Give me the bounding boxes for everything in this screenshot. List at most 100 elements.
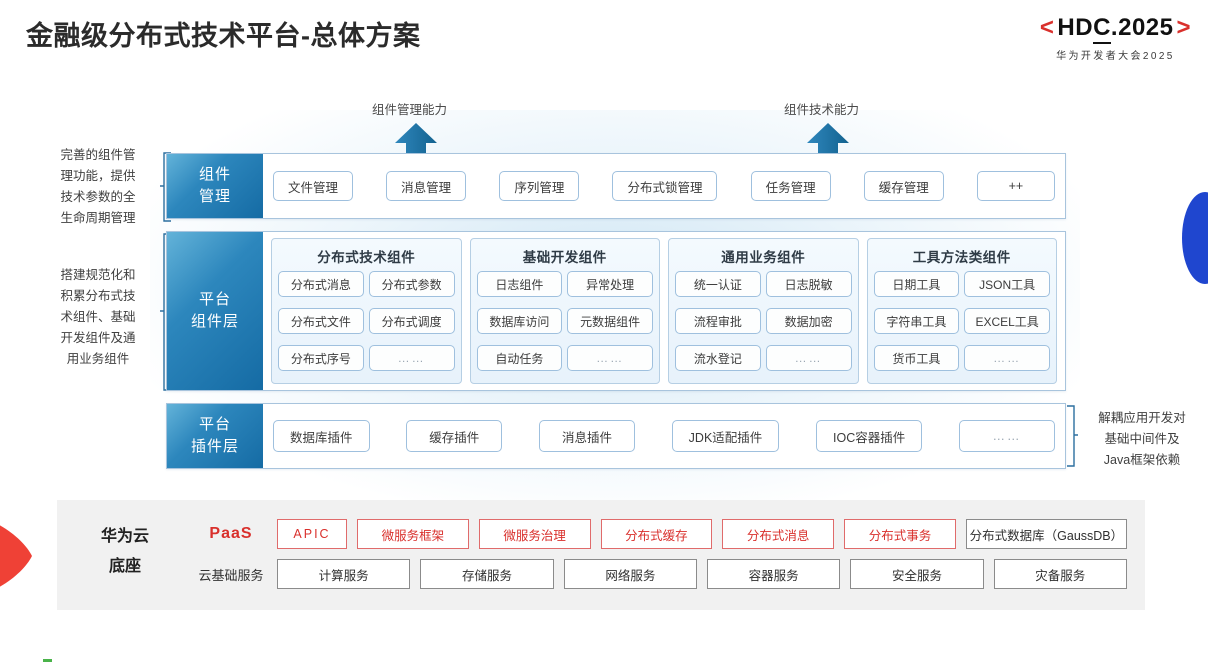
- logo-text-part1: HD: [1057, 14, 1094, 41]
- chip-more-dots[interactable]: ……: [567, 345, 653, 371]
- pbox-apic[interactable]: APIC: [277, 519, 347, 549]
- logo-left-bracket: <: [1039, 14, 1055, 41]
- paas-row-cloud-infrastructure: 云基础服务 计算服务 存储服务 网络服务 容器服务 安全服务 灾备服务: [185, 558, 1127, 590]
- chip-json-tool[interactable]: JSON工具: [964, 271, 1050, 297]
- bracket-right-1: [1066, 405, 1078, 467]
- chip-distributed-scheduling[interactable]: 分布式调度: [368, 308, 455, 334]
- group-distributed-tech-components: 分布式技术组件 分布式消息 分布式参数 分布式文件 分布式调度 分布式序号 ……: [271, 238, 462, 384]
- layer-label-line2: 插件层: [190, 438, 239, 455]
- chip-more-plus[interactable]: ++: [976, 171, 1055, 201]
- pbox-distributed-cache[interactable]: 分布式缓存: [600, 519, 713, 549]
- chip-log-component[interactable]: 日志组件: [476, 271, 563, 297]
- chip-jdk-adaptation-plugin[interactable]: JDK适配插件: [671, 420, 780, 452]
- chip-more-dots[interactable]: ……: [765, 345, 852, 371]
- paas-row-label: PaaS: [209, 525, 253, 542]
- chip-metadata-component[interactable]: 元数据组件: [567, 308, 653, 334]
- chip-task-management[interactable]: 任务管理: [750, 171, 831, 201]
- chip-unified-authentication[interactable]: 统一认证: [675, 271, 761, 297]
- up-arrow-component-technology-icon: [806, 121, 850, 169]
- chip-ioc-container-plugin[interactable]: IOC容器插件: [816, 420, 923, 452]
- chip-exception-handling[interactable]: 异常处理: [567, 271, 653, 297]
- layer-label-line1: 组件: [198, 166, 231, 183]
- chip-database-plugin[interactable]: 数据库插件: [273, 420, 370, 452]
- bracket-left-2: [160, 233, 172, 391]
- chip-file-management[interactable]: 文件管理: [273, 171, 354, 201]
- hdc-logo-subtitle: 华为开发者大会2025: [1056, 51, 1175, 62]
- side-note-left-1: 完善的组件管 理功能，提供 技术参数的全 生命周期管理: [60, 148, 136, 225]
- chip-distributed-sequence[interactable]: 分布式序号: [278, 345, 364, 371]
- chip-log-desensitization[interactable]: 日志脱敏: [765, 271, 852, 297]
- paas-row-items: APIC 微服务框架 微服务治理 分布式缓存 分布式消息 分布式事务 分布式数据…: [277, 519, 1127, 549]
- chip-more-dots[interactable]: ……: [964, 345, 1050, 371]
- layer-label-component-management: 组件 管理: [167, 154, 263, 218]
- pbox-disaster-recovery-service[interactable]: 灾备服务: [993, 559, 1127, 589]
- huawei-cloud-base-label: 华为云 底座: [79, 522, 171, 582]
- pbox-security-service[interactable]: 安全服务: [850, 559, 984, 589]
- hdc-logo: <HDC.2025> 华为开发者大会2025: [1037, 14, 1194, 62]
- pbox-container-service[interactable]: 容器服务: [706, 559, 841, 589]
- chip-distributed-file[interactable]: 分布式文件: [278, 308, 364, 334]
- pbox-microservice-framework[interactable]: 微服务框架: [357, 519, 469, 549]
- chip-distributed-parameter[interactable]: 分布式参数: [368, 271, 455, 297]
- group-grid: 分布式消息 分布式参数 分布式文件 分布式调度 分布式序号 ……: [278, 271, 455, 377]
- group-title: 通用业务组件: [721, 250, 806, 265]
- logo-text-part3: .2025: [1110, 14, 1174, 41]
- chip-transaction-registration[interactable]: 流水登记: [675, 345, 761, 371]
- green-dash-decoration: [43, 659, 52, 662]
- chip-cache-management[interactable]: 缓存管理: [863, 171, 944, 201]
- chip-message-management[interactable]: 消息管理: [386, 171, 467, 201]
- paas-row-services: PaaS APIC 微服务框架 微服务治理 分布式缓存 分布式消息 分布式事务 …: [185, 518, 1127, 550]
- chip-process-approval[interactable]: 流程审批: [675, 308, 761, 334]
- pbox-microservice-governance[interactable]: 微服务治理: [478, 519, 591, 549]
- huawei-cloud-base-panel: 华为云 底座 PaaS APIC 微服务框架 微服务治理 分布式缓存 分布式消息…: [57, 500, 1145, 610]
- layer-label-platform-plugin: 平台 插件层: [167, 404, 263, 468]
- arrow-label-component-technology: 组件技术能力: [784, 103, 860, 117]
- chip-sequence-management[interactable]: 序列管理: [499, 171, 580, 201]
- paas-row-label: 云基础服务: [198, 567, 264, 583]
- layer-platform-plugin: 平台 插件层 数据库插件 缓存插件 消息插件 JDK适配插件 IOC容器插件 ……: [166, 403, 1066, 469]
- pbox-compute-service[interactable]: 计算服务: [277, 559, 411, 589]
- chip-currency-tool[interactable]: 货币工具: [873, 345, 960, 371]
- pbox-distributed-transaction[interactable]: 分布式事务: [844, 519, 956, 549]
- layer-label-line1: 平台: [198, 416, 231, 433]
- chip-cache-plugin[interactable]: 缓存插件: [406, 420, 503, 452]
- group-title: 分布式技术组件: [317, 250, 416, 265]
- chip-distributed-lock-management[interactable]: 分布式锁管理: [612, 171, 718, 201]
- chip-database-access[interactable]: 数据库访问: [476, 308, 563, 334]
- red-arrow-decoration-icon: [0, 508, 36, 604]
- layer-label-line2: 组件层: [190, 313, 239, 330]
- logo-text-part2: C: [1093, 14, 1111, 44]
- chip-date-tool[interactable]: 日期工具: [873, 271, 960, 297]
- layer-component-management: 组件 管理 文件管理 消息管理 序列管理 分布式锁管理 任务管理 缓存管理 ++: [166, 153, 1066, 219]
- paas-rows: PaaS APIC 微服务框架 微服务治理 分布式缓存 分布式消息 分布式事务 …: [185, 518, 1127, 598]
- layer-body-platform-plugin: 数据库插件 缓存插件 消息插件 JDK适配插件 IOC容器插件 ……: [263, 404, 1065, 468]
- chip-auto-task[interactable]: 自动任务: [476, 345, 563, 371]
- chip-message-plugin[interactable]: 消息插件: [538, 420, 635, 452]
- group-grid: 日期工具 JSON工具 字符串工具 EXCEL工具 货币工具 ……: [873, 271, 1050, 377]
- group-grid: 统一认证 日志脱敏 流程审批 数据加密 流水登记 ……: [675, 271, 852, 377]
- pbox-storage-service[interactable]: 存储服务: [420, 559, 554, 589]
- group-tool-method-components: 工具方法类组件 日期工具 JSON工具 字符串工具 EXCEL工具 货币工具 ……: [866, 238, 1057, 384]
- chip-more-dots[interactable]: ……: [958, 420, 1055, 452]
- chip-data-encryption[interactable]: 数据加密: [765, 308, 852, 334]
- pbox-distributed-message[interactable]: 分布式消息: [722, 519, 835, 549]
- group-title: 基础开发组件: [522, 250, 607, 265]
- chip-distributed-message[interactable]: 分布式消息: [278, 271, 364, 297]
- side-note-left-2: 搭建规范化和 积累分布式技 术组件、基础 开发组件及通 用业务组件: [60, 268, 136, 366]
- chip-excel-tool[interactable]: EXCEL工具: [964, 308, 1050, 334]
- hdc-logo-main: <HDC.2025>: [1037, 14, 1194, 44]
- layer-label-platform-component: 平台 组件层: [167, 232, 263, 390]
- pbox-network-service[interactable]: 网络服务: [563, 559, 697, 589]
- arrow-label-component-management: 组件管理能力: [372, 103, 448, 117]
- huawei-cloud-base-label-line1: 华为云: [100, 528, 149, 545]
- blue-lens-decoration: [1182, 192, 1208, 284]
- page-title: 金融级分布式技术平台-总体方案: [26, 21, 421, 51]
- group-basic-development-components: 基础开发组件 日志组件 异常处理 数据库访问 元数据组件 自动任务 ……: [469, 238, 660, 384]
- pbox-distributed-database-gaussdb[interactable]: 分布式数据库（GaussDB）: [965, 519, 1127, 549]
- layer-body-platform-component: 分布式技术组件 分布式消息 分布式参数 分布式文件 分布式调度 分布式序号 ………: [263, 232, 1065, 390]
- logo-right-bracket: >: [1176, 14, 1191, 41]
- chip-string-tool[interactable]: 字符串工具: [873, 308, 960, 334]
- group-grid: 日志组件 异常处理 数据库访问 元数据组件 自动任务 ……: [476, 271, 653, 377]
- chip-more-dots[interactable]: ……: [368, 345, 455, 371]
- group-general-business-components: 通用业务组件 统一认证 日志脱敏 流程审批 数据加密 流水登记 ……: [668, 238, 859, 384]
